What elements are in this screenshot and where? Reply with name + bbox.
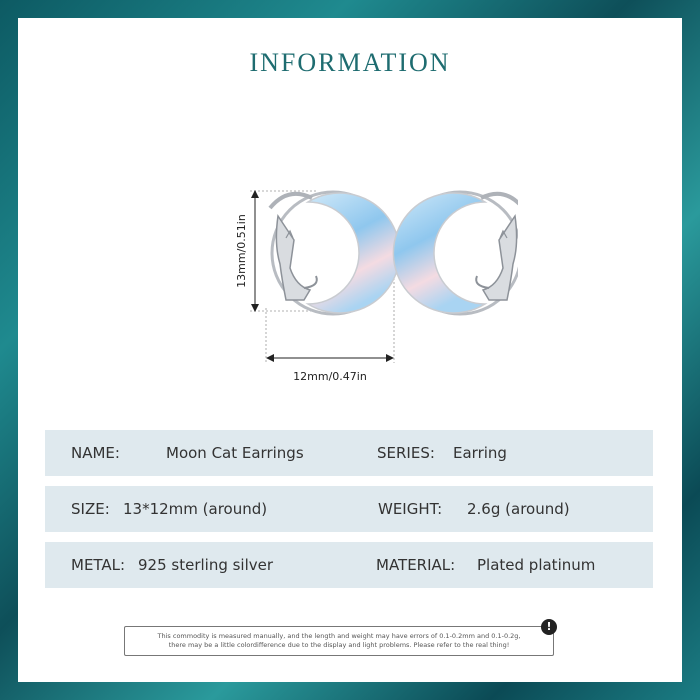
height-dimension: 13mm/0.51in (235, 190, 318, 312)
metal-label: METAL: (71, 556, 126, 574)
measurement-notice: This commodity is measured manually, and… (124, 626, 554, 656)
width-dimension: 12mm/0.47in (265, 278, 395, 383)
material-value: Plated platinum (477, 556, 596, 574)
series-label: SERIES: (377, 444, 435, 462)
weight-label: WEIGHT: (378, 500, 443, 518)
notice-line-2: there may be a little colordifference du… (168, 641, 510, 649)
page-title: INFORMATION (249, 48, 451, 77)
notice-line-1: This commodity is measured manually, and… (157, 632, 521, 640)
width-label: 12mm/0.47in (293, 370, 367, 383)
metal-value: 925 sterling silver (138, 556, 274, 574)
info-panel: INFORMATION 13mm/0.51in (18, 18, 682, 682)
product-image: 13mm/0.51in 12mm/0.47in (235, 190, 518, 383)
name-value: Moon Cat Earrings (166, 444, 304, 462)
info-row-size-weight: SIZE: 13*12mm (around) WEIGHT: 2.6g (aro… (45, 486, 653, 532)
left-earring (268, 190, 401, 316)
exclamation-icon: ! (541, 619, 557, 635)
info-row-name-series: NAME: Moon Cat Earrings SERIES: Earring (45, 430, 653, 476)
weight-value: 2.6g (around) (467, 500, 570, 518)
height-label: 13mm/0.51in (235, 214, 248, 288)
series-value: Earring (453, 444, 507, 462)
name-label: NAME: (71, 444, 120, 462)
material-label: MATERIAL: (376, 556, 456, 574)
size-label: SIZE: (71, 500, 110, 518)
info-row-metal-material: METAL: 925 sterling silver MATERIAL: Pla… (45, 542, 653, 588)
right-earring (392, 190, 518, 316)
size-value: 13*12mm (around) (123, 500, 268, 518)
